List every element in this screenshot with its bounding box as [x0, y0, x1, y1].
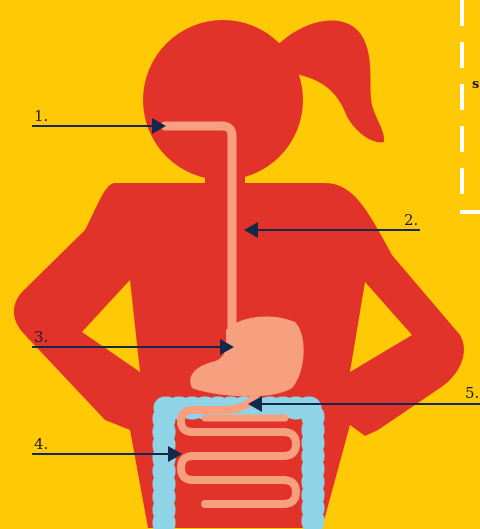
label-5: 5.	[465, 384, 479, 402]
label-1: 1.	[34, 107, 48, 125]
head	[143, 20, 303, 180]
label-4: 4.	[34, 435, 48, 453]
info-box-text-fragment: s	[472, 77, 479, 92]
label-2: 2.	[404, 211, 418, 229]
label-3: 3.	[34, 328, 48, 346]
